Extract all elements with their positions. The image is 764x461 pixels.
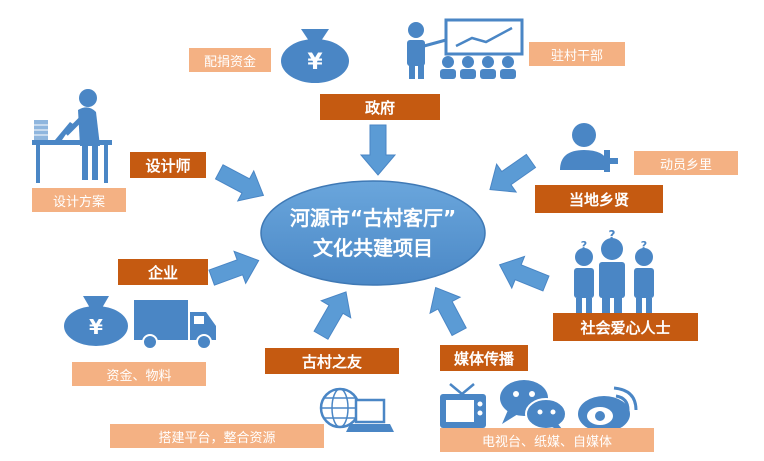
node-enterprise: 企业 — [118, 259, 208, 285]
truck-icon — [134, 300, 216, 350]
node-friends: 古村之友 — [265, 348, 399, 374]
arrow-media — [429, 286, 467, 337]
money-bag-icon: ¥ — [281, 29, 349, 83]
note-platform: 搭建平台，整合资源 — [110, 424, 324, 448]
presenter-icon — [407, 18, 524, 79]
center-title: 河源市“古村客厅” 文化共建项目 — [266, 193, 480, 273]
note-funds-materials: 资金、物料 — [72, 362, 206, 386]
arrow-designer — [214, 164, 265, 202]
designer-desk-icon — [32, 89, 112, 183]
add-user-icon — [560, 123, 618, 172]
note-design-plan: 设计方案 — [32, 188, 126, 212]
arrow-charity — [498, 255, 550, 292]
money-bag-left-icon: ¥ — [64, 296, 128, 346]
svg-text:?: ? — [581, 239, 587, 252]
center-line-1: 河源市“古村客厅” — [289, 206, 457, 230]
tv-icon — [440, 383, 486, 428]
svg-text:¥: ¥ — [89, 315, 103, 339]
node-local-elite: 当地乡贤 — [535, 185, 663, 213]
arrow-local-elite — [489, 153, 537, 193]
arrow-friends — [313, 291, 352, 340]
node-designer: 设计师 — [130, 152, 206, 178]
node-charity: 社会爱心人士 — [553, 313, 698, 341]
weibo-icon — [578, 386, 638, 432]
svg-text:?: ? — [641, 239, 647, 252]
center-line-2: 文化共建项目 — [313, 236, 433, 260]
globe-laptop-icon — [319, 387, 394, 432]
note-mobilize: 动员乡里 — [634, 151, 738, 175]
svg-text:?: ? — [609, 228, 616, 242]
node-government: 政府 — [320, 94, 440, 120]
svg-text:¥: ¥ — [307, 50, 323, 75]
arrow-enterprise — [208, 250, 260, 286]
arrow-government — [359, 124, 397, 176]
note-media-channels: 电视台、纸媒、自媒体 — [440, 428, 654, 452]
people-group-icon: ? ? ? — [574, 228, 654, 320]
center-ellipse — [260, 180, 486, 286]
chat-icon — [500, 380, 567, 434]
node-media: 媒体传播 — [440, 345, 528, 371]
note-funds-donation: 配捐资金 — [189, 48, 271, 72]
note-village-cadres: 驻村干部 — [529, 42, 625, 66]
